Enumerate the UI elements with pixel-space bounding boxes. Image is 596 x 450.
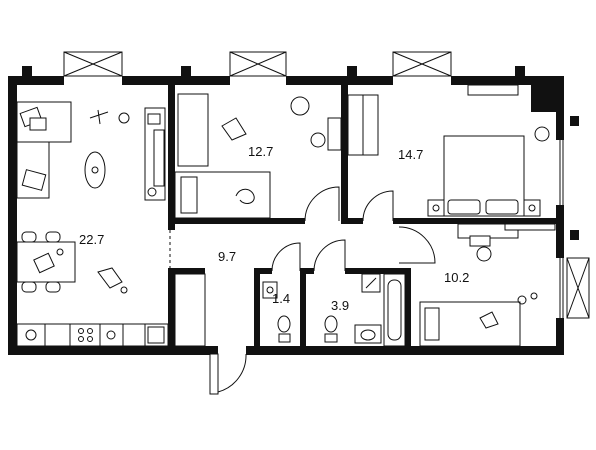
area-wc: 1.4 (272, 291, 290, 306)
exterior-walls (8, 66, 579, 355)
area-bathroom: 3.9 (331, 298, 349, 313)
room-labels: 22.7 12.7 14.7 9.7 1.4 3.9 10.2 (79, 144, 469, 313)
area-hall: 9.7 (218, 249, 236, 264)
area-bedroom-master: 14.7 (398, 147, 423, 162)
window-boxes (63, 51, 590, 319)
bedroom-master-furniture (347, 84, 550, 217)
area-bedroom-child: 10.2 (444, 270, 469, 285)
area-living-kitchen: 22.7 (79, 232, 104, 247)
bedroom-small-furniture (174, 93, 342, 219)
area-bedroom-small: 12.7 (248, 144, 273, 159)
bathroom-fixtures (324, 273, 406, 347)
hall-furniture (174, 273, 206, 347)
doors (209, 186, 436, 395)
living-kitchen-furniture (16, 101, 169, 347)
bedroom-child-furniture (419, 223, 556, 347)
interior-walls (168, 85, 556, 346)
wc-fixtures (262, 281, 291, 343)
